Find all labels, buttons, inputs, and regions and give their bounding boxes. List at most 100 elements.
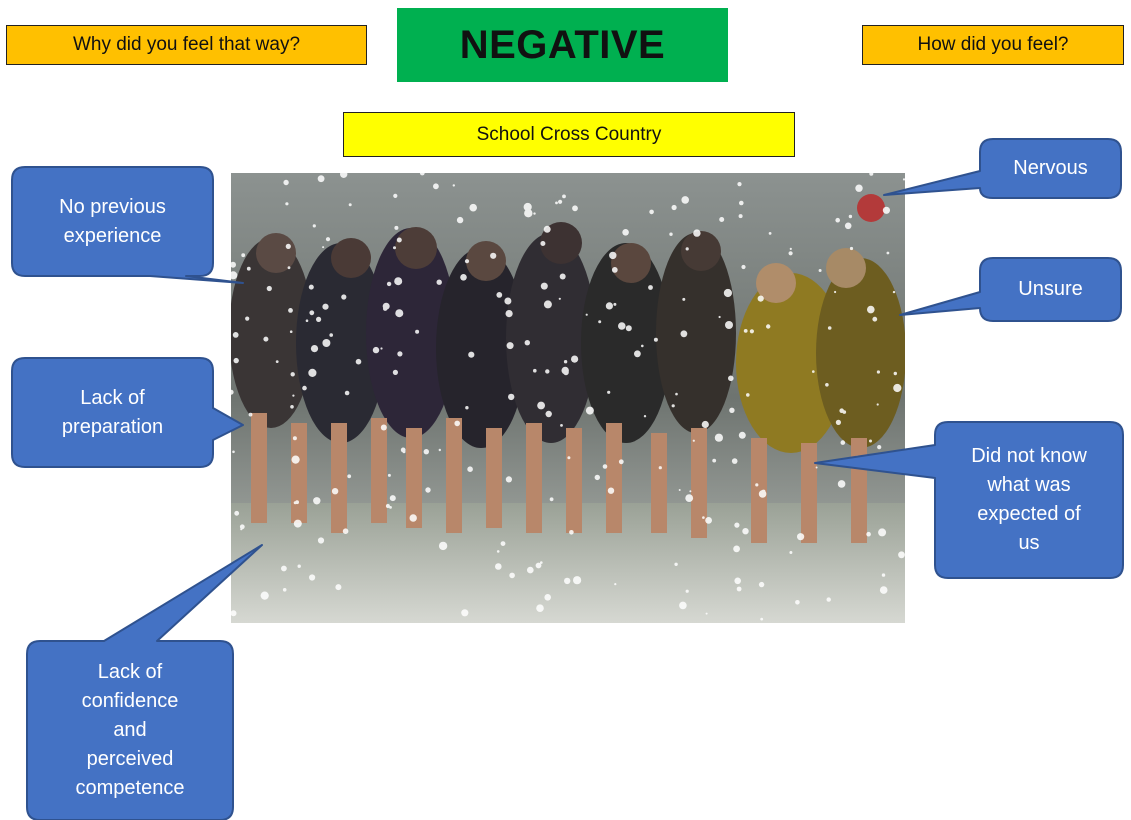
snowflake [855,184,863,192]
snowflake [693,229,701,237]
snowflake [653,337,658,342]
snowflake [386,281,392,287]
snowflake [438,541,448,551]
snowflake [837,480,846,488]
snowflake [549,497,554,502]
snowflake [685,494,694,502]
snowflake [248,412,253,417]
snowflake [344,390,350,396]
snowflake [739,200,744,206]
snowflake [853,455,863,464]
snowflake [325,237,331,242]
snowflake [329,333,333,337]
snowflake [241,253,246,258]
snowflake [543,300,552,309]
snowflake [340,173,348,178]
snowflake [425,487,431,493]
snowflake [397,351,403,357]
snowflake [641,344,644,348]
snowflake [433,183,439,190]
snowflake [602,464,608,469]
snowflake [558,199,563,204]
snowflake [292,436,297,441]
snowflake [671,404,675,408]
snowflake [877,445,882,450]
snowflake [898,551,905,559]
snowflake [564,577,571,585]
snowflake [419,173,425,176]
snowflake [266,285,272,292]
subtitle-label: School Cross Country [476,123,662,145]
snowflake [322,246,325,249]
snowflake [826,597,831,602]
snowflake [239,524,245,530]
snowflake [533,212,536,215]
snowflake [869,439,872,443]
snowflake [834,290,837,294]
snowflake [671,204,677,211]
snowflake [460,274,467,281]
snowflake [797,533,805,541]
snowflake [571,355,579,363]
snowflake [886,251,890,255]
snowflake [719,217,725,222]
snowflake [741,264,746,270]
snowflake [246,266,251,271]
snowflake [438,448,441,452]
snowflake [504,297,512,305]
snowflake [394,225,399,230]
snowflake [545,410,552,418]
snowflake [464,259,470,264]
snowflake [524,340,530,346]
snowflake [835,419,842,425]
how-prompt-box: How did you feel? [862,25,1124,65]
snowflake [524,209,533,218]
snowflake [738,431,746,439]
snowflake [682,297,686,301]
snowflake [881,573,886,577]
snowflake [341,294,347,300]
snowflake [297,564,301,568]
snowflake [893,371,897,376]
snowflake [313,497,321,505]
snowflake [533,368,537,373]
snowflake [567,456,571,460]
why-prompt-box: Why did you feel that way? [6,25,367,65]
snowflake [540,561,543,564]
callout-no-previous: No previous experience [59,195,166,247]
snowflake [234,510,240,516]
snowflake [555,201,558,205]
snowflake [674,562,678,566]
snowflake [285,243,291,249]
snowflake [634,350,641,358]
snowflake [681,196,689,204]
snowflake [263,336,269,342]
snowflake [737,182,742,187]
snowflake [387,473,391,477]
snowflake [290,405,294,409]
snowflake [283,179,289,186]
why-prompt-label: Why did you feel that way? [72,34,301,55]
snowflake [331,488,339,495]
snowflake [389,506,392,509]
snowflake [894,455,902,463]
snowflake [607,390,611,394]
snowflake [506,342,514,350]
callout-unsure: Unsure [1018,278,1083,300]
snowflake [749,329,755,334]
snowflake [692,439,695,442]
snowflake [649,209,654,215]
snowflake [322,303,329,310]
snowflake [380,424,387,431]
snowflake [394,277,403,286]
snowflake [607,487,615,494]
snowflake [456,216,464,224]
snowflake [569,530,574,535]
snowflake [614,583,617,586]
snowflake [734,522,740,528]
snowflake [465,406,469,410]
snowflake [509,572,515,579]
snowflake [897,468,901,471]
snowflake [295,500,299,505]
snowflake [537,401,545,410]
